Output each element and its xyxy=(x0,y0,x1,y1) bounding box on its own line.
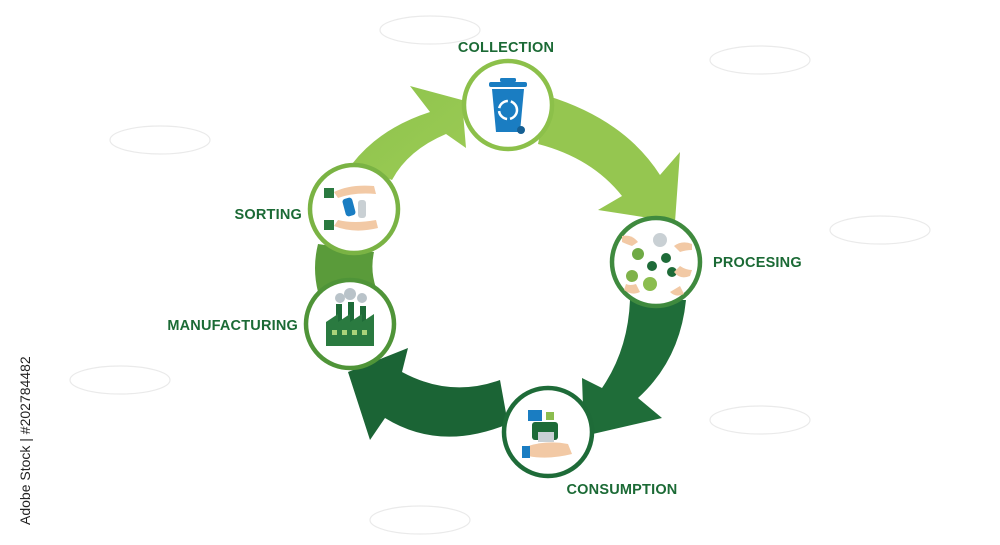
arrow-sorting-to-collection xyxy=(352,86,466,180)
hand-holding-products-icon xyxy=(522,410,572,458)
manufacturing-label: MANUFACTURING xyxy=(167,318,298,334)
processing-ring xyxy=(609,215,703,309)
step-manufacturing: MANUFACTURING xyxy=(167,277,397,371)
hands-sorting-materials-icon xyxy=(622,233,692,296)
hands-bottles-icon xyxy=(324,185,378,231)
step-collection: COLLECTION xyxy=(458,40,555,152)
arrow-processing-to-consumption xyxy=(582,300,686,436)
step-processing: PROCESING xyxy=(609,215,802,309)
watermark-pattern xyxy=(69,15,931,535)
arrow-collection-to-processing xyxy=(538,96,680,222)
step-sorting: SORTING xyxy=(235,162,401,256)
arrow-consumption-to-manufacturing xyxy=(348,348,508,440)
collection-label: COLLECTION xyxy=(458,40,554,56)
step-consumption: CONSUMPTION xyxy=(501,385,678,498)
stock-id-watermark: Adobe Stock | #202784482 xyxy=(17,356,33,525)
factory-icon xyxy=(326,288,374,346)
sorting-label: SORTING xyxy=(235,207,302,223)
cycle-arrows xyxy=(315,86,686,440)
processing-label: PROCESING xyxy=(713,255,802,271)
recycle-bin-icon xyxy=(489,78,527,134)
consumption-label: CONSUMPTION xyxy=(567,482,678,498)
